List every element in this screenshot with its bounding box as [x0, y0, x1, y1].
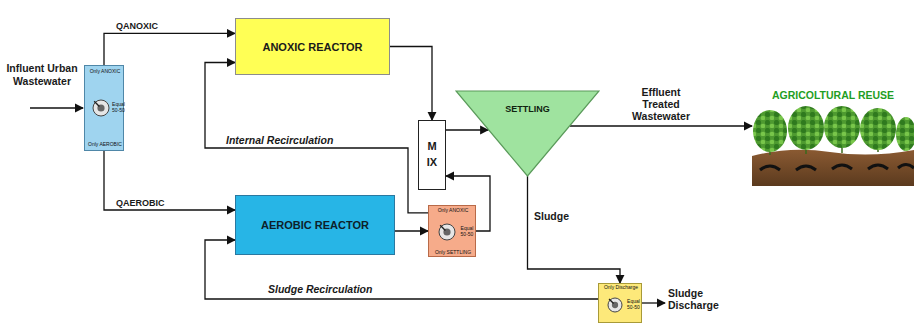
splitter-option: Only SETTLING — [429, 250, 477, 256]
reactor-box: ANOXIC REACTOR — [235, 18, 390, 75]
mixer-box: MIX — [418, 120, 446, 190]
flow-label: Sludge Discharge — [668, 287, 734, 311]
reactor-title: AEROBIC REACTOR — [261, 219, 369, 231]
splitter-option: Only ANOXIC — [85, 69, 125, 75]
flow-connector — [395, 230, 428, 231]
reuse-heading: AGRICOLTURAL REUSE — [752, 89, 914, 101]
flow-connector — [104, 151, 235, 210]
mixer-label: MIX — [427, 139, 438, 171]
splitter-box: Only ANOXIC Equal 50-50Only SETTLING — [428, 205, 476, 257]
flow-connector — [205, 63, 428, 213]
settling-label: SETTLING — [455, 104, 600, 114]
edge-label: Sludge — [534, 210, 569, 222]
flow-connector — [446, 129, 488, 130]
discharge-arrow — [642, 303, 665, 304]
edge-label: Internal Recirculation — [226, 134, 333, 146]
flow-label: Influent Urban Wastewater — [2, 62, 82, 88]
settling-triangle — [455, 90, 600, 177]
splitter-box: Only ANOXIC Equal 50-50Only AEROBIC — [84, 65, 124, 151]
splitter-option: Equal 50-50 — [625, 299, 642, 310]
reuse-field: AGRICOLTURAL REUSE — [752, 106, 914, 186]
flow-connector — [570, 125, 752, 126]
splitter-option: Only ANOXIC — [429, 208, 477, 214]
field-illustration — [752, 106, 914, 186]
splitter-option: Equal 50-50 — [458, 226, 476, 237]
splitter-option: Equal 50-50 — [112, 102, 125, 113]
reactor-box: AEROBIC REACTOR — [235, 195, 395, 255]
flow-connector — [390, 47, 432, 121]
splitter-option: Only Discharge — [599, 285, 643, 291]
edge-label: QAEROBIC — [116, 197, 165, 209]
splitter-box: Only DischargeEqual 50-50 — [598, 283, 642, 323]
edge-label: Effluent Treated Wastewater — [624, 86, 698, 122]
flow-connector — [104, 33, 235, 65]
edge-label: QANOXIC — [116, 20, 158, 32]
splitter-option: Only AEROBIC — [85, 142, 125, 148]
flow-connector — [528, 176, 621, 283]
influent-arrow — [30, 108, 83, 109]
settling-tank: SETTLING — [455, 90, 600, 177]
reactor-title: ANOXIC REACTOR — [262, 41, 362, 53]
edge-label: Sludge Recirculation — [268, 283, 372, 295]
